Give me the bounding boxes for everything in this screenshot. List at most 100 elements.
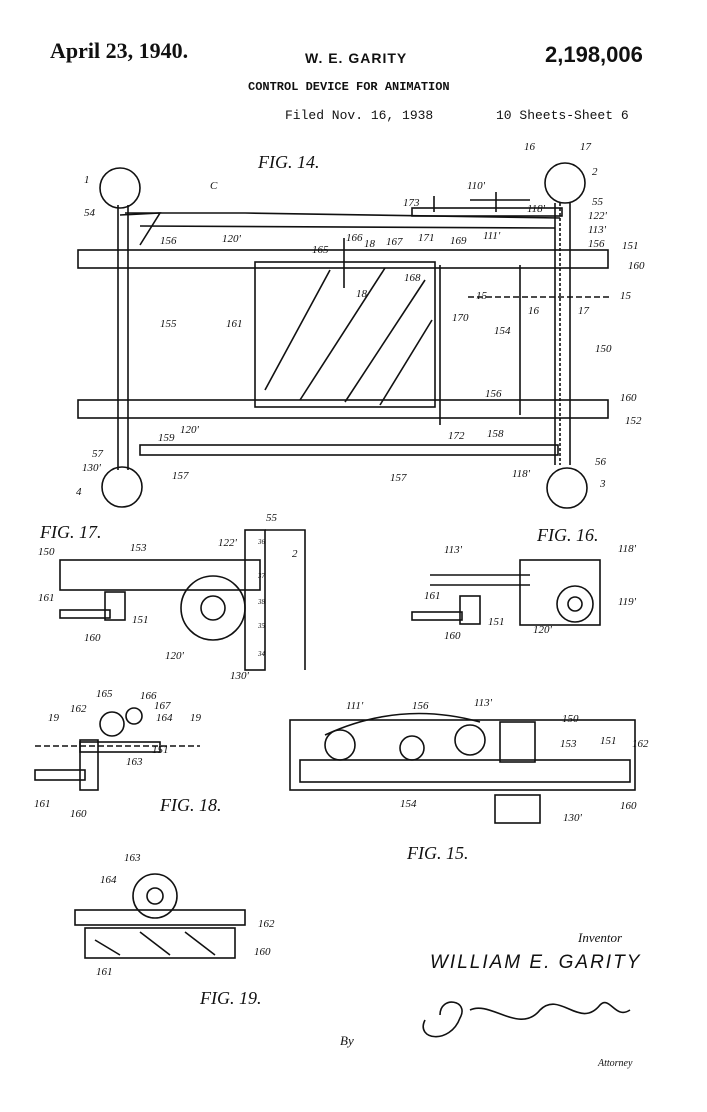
ref-numeral: 156 bbox=[412, 700, 429, 712]
ref-numeral: 130' bbox=[230, 670, 249, 682]
fig17-member-150-drawing bbox=[59, 559, 261, 591]
ref-numeral: 165 bbox=[312, 244, 329, 256]
ref-numeral: 122' bbox=[588, 210, 607, 222]
ref-numeral: 18 bbox=[364, 238, 375, 250]
ref-numeral: 153 bbox=[560, 738, 577, 750]
patent-number: 2,198,006 bbox=[545, 42, 643, 67]
ref-numeral: 160 bbox=[628, 260, 645, 272]
ref-numeral: 2 bbox=[592, 166, 598, 178]
ref-numeral: 151 bbox=[152, 744, 169, 756]
ref-numeral: 120' bbox=[165, 650, 184, 662]
ref-numeral: 168 bbox=[404, 272, 421, 284]
fig16-label: FIG. 16. bbox=[537, 525, 599, 545]
ref-numeral: 151 bbox=[600, 735, 617, 747]
ref-numeral: 18 bbox=[356, 288, 367, 300]
ref-numeral: 4 bbox=[76, 486, 82, 498]
ref-numeral: 163 bbox=[124, 852, 141, 864]
rail-152-drawing bbox=[77, 399, 609, 419]
inventor-signature-name: WILLIAM E. GARITY bbox=[430, 952, 642, 973]
filed-date: Filed Nov. 16, 1938 bbox=[285, 108, 434, 123]
ref-numeral: 167 bbox=[154, 700, 171, 712]
ref-numeral: C bbox=[210, 180, 218, 192]
fig17-label: FIG. 17. bbox=[40, 522, 102, 542]
fig16-housing-drawing bbox=[519, 559, 601, 626]
ref-numeral: 17 bbox=[578, 305, 589, 317]
ref-numeral: 55 bbox=[592, 196, 603, 208]
ref-numeral: 160 bbox=[620, 392, 637, 404]
ref-numeral: 110' bbox=[467, 180, 486, 192]
ref-numeral: 161 bbox=[34, 798, 51, 810]
ref-numeral: 120' bbox=[222, 233, 241, 245]
ref-numeral: 130' bbox=[563, 812, 582, 824]
ref-numeral: 1 bbox=[84, 174, 90, 186]
ref-numeral: 163 bbox=[126, 756, 143, 768]
ref-numeral: 56 bbox=[595, 456, 606, 468]
ref-numeral: 54 bbox=[84, 207, 95, 219]
ref-numeral: 165 bbox=[96, 688, 113, 700]
ref-numeral: 162 bbox=[258, 918, 275, 930]
ref-numeral: 161 bbox=[424, 590, 441, 602]
attorney-label: Attorney bbox=[598, 1058, 633, 1069]
ref-numeral: 160 bbox=[254, 946, 271, 958]
ref-numeral: 160 bbox=[444, 630, 461, 642]
scale-mark: 38 bbox=[258, 598, 265, 606]
roller-4-drawing bbox=[101, 466, 143, 508]
ref-numeral: 154 bbox=[400, 798, 417, 810]
fig14-label: FIG. 14. bbox=[258, 152, 320, 172]
scale-mark: 36 bbox=[258, 538, 265, 546]
scale-mark: 37 bbox=[258, 572, 265, 580]
ref-numeral: 15 bbox=[476, 290, 487, 302]
ref-numeral: 161 bbox=[96, 966, 113, 978]
ref-numeral: 162 bbox=[632, 738, 649, 750]
ref-numeral: 130' bbox=[82, 462, 101, 474]
ref-numeral: 164 bbox=[100, 874, 117, 886]
ref-numeral: 166 bbox=[140, 690, 157, 702]
ref-numeral: 173 bbox=[403, 197, 420, 209]
ref-numeral: 152 bbox=[625, 415, 642, 427]
ref-numeral: 169 bbox=[450, 235, 467, 247]
ref-numeral: 171 bbox=[418, 232, 435, 244]
ref-numeral: 156 bbox=[485, 388, 502, 400]
ref-numeral: 155 bbox=[160, 318, 177, 330]
ref-numeral: 158 bbox=[487, 428, 504, 440]
ref-numeral: 113' bbox=[444, 544, 463, 556]
scale-mark: 35 bbox=[258, 622, 265, 630]
ref-numeral: 162 bbox=[70, 703, 87, 715]
ref-numeral: 120' bbox=[533, 624, 552, 636]
roller-2-drawing bbox=[544, 162, 586, 204]
ref-numeral: 16 bbox=[528, 305, 539, 317]
ref-numeral: 170 bbox=[452, 312, 469, 324]
fig18-label: FIG. 18. bbox=[160, 795, 222, 815]
ref-numeral: 2 bbox=[292, 548, 298, 560]
ref-numeral: 118' bbox=[618, 543, 637, 555]
ref-numeral: 119' bbox=[618, 596, 637, 608]
ref-numeral: 160 bbox=[620, 800, 637, 812]
ref-numeral: 151 bbox=[488, 616, 505, 628]
ref-numeral: 161 bbox=[226, 318, 243, 330]
ref-numeral: 111' bbox=[346, 700, 364, 712]
ref-numeral: 160 bbox=[84, 632, 101, 644]
attorney-signature-drawing bbox=[422, 1001, 463, 1038]
patent-title: CONTROL DEVICE FOR ANIMATION bbox=[248, 80, 450, 94]
sheet-count: 10 Sheets-Sheet 6 bbox=[496, 108, 629, 123]
ref-numeral: 122' bbox=[218, 537, 237, 549]
roller-1-drawing bbox=[99, 167, 141, 209]
rail-151-drawing bbox=[77, 249, 609, 269]
ref-numeral: 113' bbox=[474, 697, 493, 709]
fig19-label: FIG. 19. bbox=[200, 988, 262, 1008]
inventor-name: W. E. GARITY bbox=[305, 50, 408, 66]
ref-numeral: 151 bbox=[132, 614, 149, 626]
ref-numeral: 17 bbox=[580, 141, 591, 153]
ref-numeral: 150 bbox=[562, 713, 579, 725]
ref-numeral: 167 bbox=[386, 236, 403, 248]
ref-numeral: 111' bbox=[483, 230, 501, 242]
fig15-frame-drawing bbox=[289, 719, 636, 791]
fig15-label: FIG. 15. bbox=[407, 843, 469, 863]
glass-161-drawing bbox=[254, 261, 436, 408]
ref-numeral: 166 bbox=[346, 232, 363, 244]
ref-numeral: 159 bbox=[158, 432, 175, 444]
ref-numeral: 156 bbox=[588, 238, 605, 250]
inventor-label: Inventor bbox=[578, 930, 623, 945]
ref-numeral: 150 bbox=[595, 343, 612, 355]
